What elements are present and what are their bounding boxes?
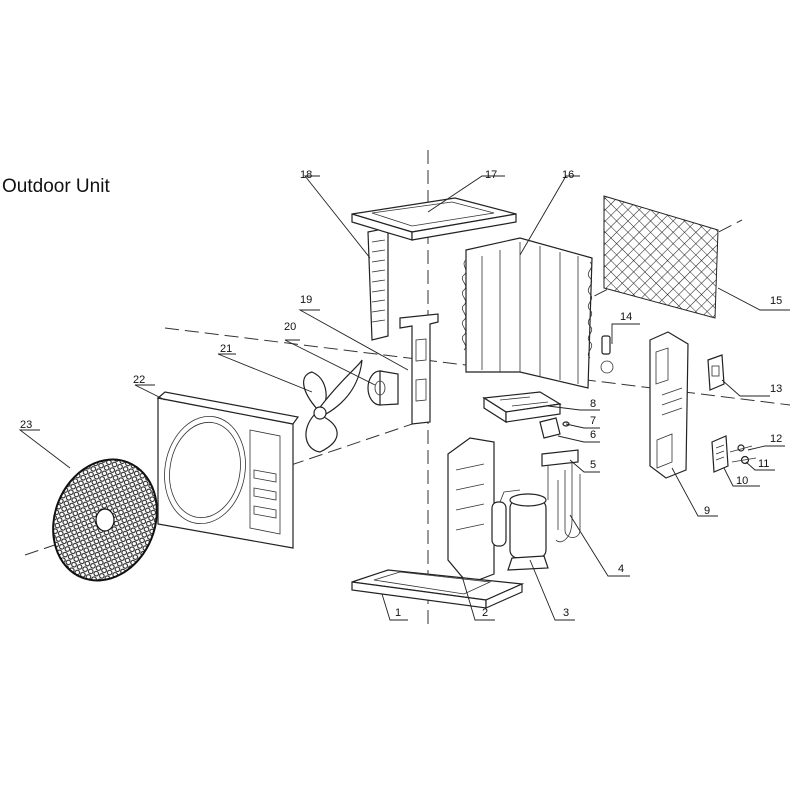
temperature-sensor — [600, 335, 614, 374]
part-label-23: 23 — [20, 419, 32, 431]
four-way-valve — [541, 449, 579, 543]
part-label-9: 9 — [704, 505, 710, 517]
part-label-20: 20 — [284, 321, 296, 333]
base-pan — [351, 569, 525, 609]
right-side-panel — [649, 331, 689, 479]
terminal-cover — [711, 435, 729, 473]
diagram-title: Outdoor Unit — [2, 176, 110, 197]
motor-bracket — [399, 313, 439, 425]
partition-plate — [447, 437, 495, 585]
compressor — [491, 489, 549, 571]
part-label-21: 21 — [220, 343, 232, 355]
part-label-8: 8 — [590, 398, 596, 410]
front-panel — [156, 391, 300, 549]
part-label-19: 19 — [300, 294, 312, 306]
fan-motor — [367, 370, 399, 406]
electric-control-box — [482, 391, 562, 424]
part-label-22: 22 — [133, 374, 145, 386]
part-label-11: 11 — [758, 458, 769, 470]
part-label-5: 5 — [590, 459, 596, 471]
rear-mesh-guard — [603, 195, 719, 319]
part-label-7: 7 — [590, 415, 596, 427]
condenser-coil — [461, 237, 593, 389]
side-handle — [707, 354, 725, 391]
service-valves — [729, 444, 757, 465]
capacitor — [539, 417, 570, 439]
part-label-16: 16 — [562, 169, 574, 181]
side-panel-slats — [367, 227, 389, 341]
refrigerant-piping — [557, 470, 581, 538]
fan-grille — [52, 458, 158, 582]
part-label-3: 3 — [563, 607, 569, 619]
part-label-18: 18 — [300, 169, 312, 181]
part-label-2: 2 — [482, 607, 488, 619]
part-label-12: 12 — [770, 433, 782, 445]
part-label-10: 10 — [736, 475, 748, 487]
part-label-14: 14 — [620, 311, 632, 323]
part-label-13: 13 — [770, 383, 782, 395]
part-number-labels: 1 2 3 4 5 6 7 8 9 10 11 12 13 14 15 16 1… — [20, 169, 782, 619]
leader-lines — [18, 175, 790, 621]
part-label-17: 17 — [485, 169, 497, 181]
top-cover — [351, 197, 517, 241]
part-label-1: 1 — [395, 607, 401, 619]
part-label-15: 15 — [770, 295, 782, 307]
part-label-4: 4 — [618, 563, 624, 575]
part-label-6: 6 — [590, 429, 596, 441]
